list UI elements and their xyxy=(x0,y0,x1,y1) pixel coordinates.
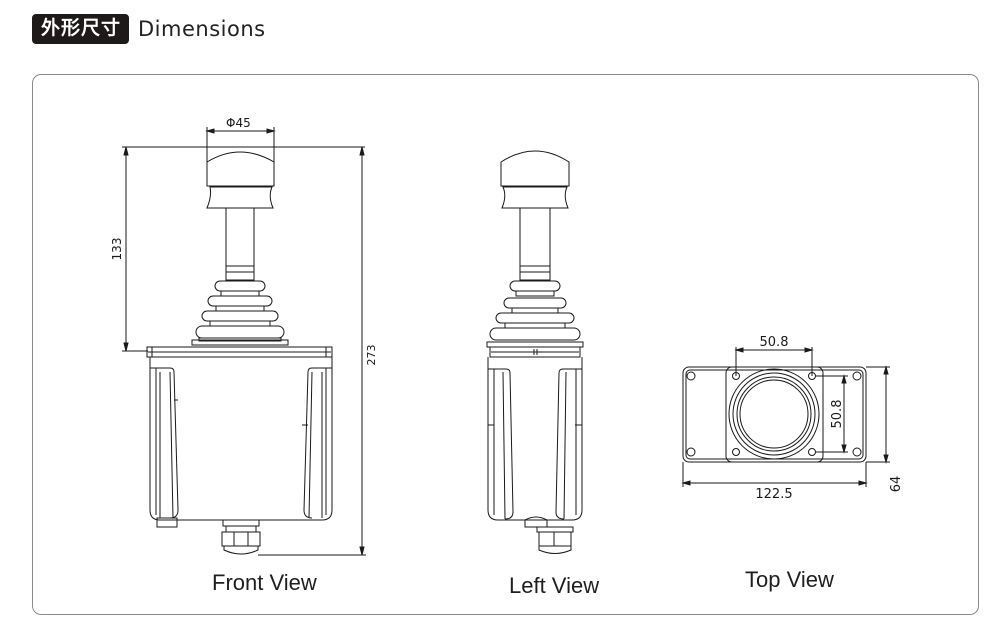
dim-width: 122.5 xyxy=(755,487,792,502)
dimensions-panel xyxy=(32,74,979,615)
section-title: Dimensions xyxy=(138,17,266,41)
left-view-drawing xyxy=(486,150,584,554)
dim-hole-spacing-y: 50.8 xyxy=(830,400,845,429)
dim-handle-height: 133 xyxy=(110,238,124,261)
top-view-drawing xyxy=(681,347,890,487)
section-badge: 外形尺寸 xyxy=(32,14,130,44)
dim-knob-diameter: Φ45 xyxy=(226,116,251,130)
front-view-drawing xyxy=(122,127,366,556)
front-view-label: Front View xyxy=(212,570,317,595)
section-header: 外形尺寸 Dimensions xyxy=(32,14,266,44)
dim-depth: 64 xyxy=(889,476,904,493)
dim-hole-spacing-x: 50.8 xyxy=(760,335,789,350)
left-view-label: Left View xyxy=(509,573,600,598)
top-view-label: Top View xyxy=(745,567,834,592)
dim-total-height: 273 xyxy=(365,345,378,366)
